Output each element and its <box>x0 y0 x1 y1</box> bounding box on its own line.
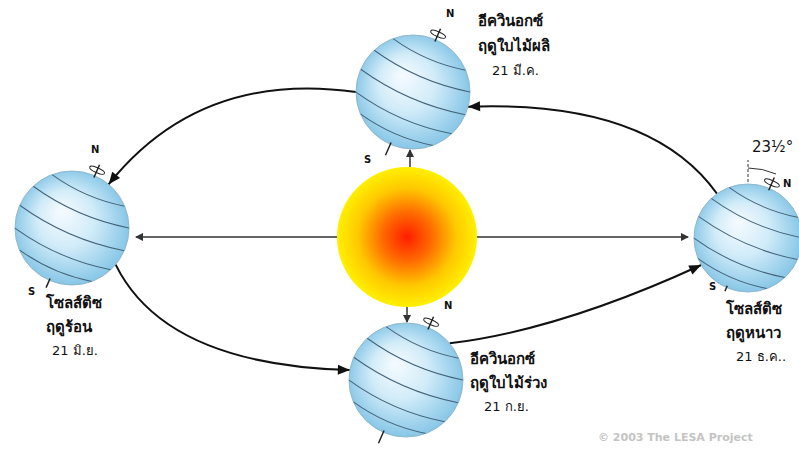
season-label: ฤดูใบไม้ผลิ <box>478 37 550 55</box>
tilt-angle: 23½° <box>752 139 793 156</box>
earth-node: โซลส์ติซฤดูร้อน21 มิ.ย. <box>15 171 129 285</box>
watermark: © 2003 The LESA Project <box>598 432 753 444</box>
pole-label: S <box>364 154 371 165</box>
date-label: 21 มิ.ย. <box>52 343 98 359</box>
pole-label: N <box>444 300 452 311</box>
vertical-reference <box>748 160 749 182</box>
date-label: 21 ธ.ค.. <box>736 349 786 365</box>
orbit-arrow <box>116 265 350 375</box>
earth-globe <box>349 323 463 437</box>
season-label: โซลส์ติซ <box>46 294 102 312</box>
earth-globe <box>694 184 799 292</box>
sun <box>337 167 477 307</box>
pole-label: N <box>446 8 454 19</box>
season-label: ฤดูร้อน <box>46 318 92 336</box>
sunlight-arrow <box>409 150 411 167</box>
date-label: 21 มี.ค. <box>492 63 539 79</box>
tilt-angle-arc <box>748 168 776 174</box>
sunlight-arrow <box>136 236 337 238</box>
sunlight-arrow <box>406 307 408 322</box>
pole-label: S <box>709 281 716 292</box>
season-label: อีควินอกซ์ <box>478 12 543 30</box>
pole-label: N <box>91 144 99 155</box>
date-label: 21 ก.ย. <box>484 399 529 415</box>
sunlight-arrow <box>477 236 688 238</box>
orbit-arrow <box>109 88 356 184</box>
pole-label: S <box>28 286 35 297</box>
orbit-arrow <box>450 265 702 343</box>
earth-node: โซลส์ติซฤดูหนาว21 ธ.ค.. <box>694 184 799 292</box>
season-label: โซลส์ติซ <box>726 300 782 318</box>
pole-label: N <box>783 178 791 189</box>
earth-node: อีควินอกซ์ฤดูใบไม้ร่วง21 ก.ย. <box>349 323 463 437</box>
season-label: ฤดูหนาว <box>726 324 781 342</box>
earth-globe <box>15 171 129 285</box>
earth-node: อีควินอกซ์ฤดูใบไม้ผลิ21 มี.ค. <box>356 35 470 149</box>
season-label: อีควินอกซ์ <box>470 350 535 368</box>
season-label: ฤดูใบไม้ร่วง <box>470 374 547 392</box>
earth-globe <box>356 35 470 149</box>
orbit-arrow <box>468 101 717 193</box>
